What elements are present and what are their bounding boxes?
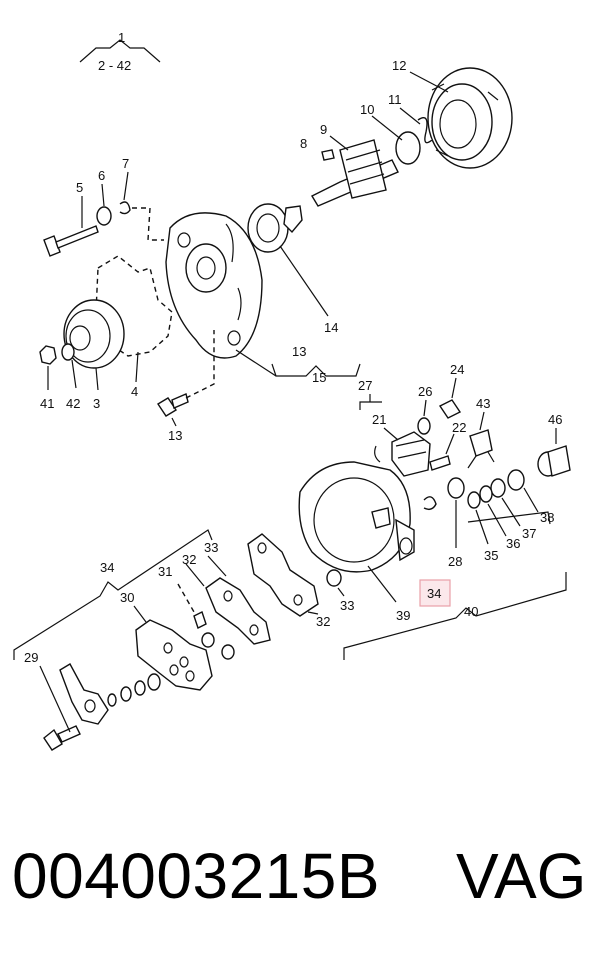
front-bearing <box>247 203 303 253</box>
callout-37: 37 <box>522 526 536 541</box>
part-number: 004003215B <box>12 840 381 912</box>
callout-36: 36 <box>506 536 520 551</box>
diode-plate <box>205 577 271 645</box>
bearing-sleeve <box>537 445 571 477</box>
callout-33-left: 33 <box>204 540 218 555</box>
callout-15: 15 <box>312 370 326 385</box>
brush-holder <box>374 431 431 477</box>
suppressor <box>467 429 495 469</box>
callout-21: 21 <box>372 412 386 427</box>
pulley-nut <box>39 345 57 365</box>
rear-bearing <box>395 131 421 165</box>
callout-13-housing: 13 <box>292 344 306 359</box>
callout-26: 26 <box>418 384 432 399</box>
callout-11: 11 <box>388 92 402 107</box>
carbon-brush <box>429 455 451 471</box>
slip-ring-housing <box>298 461 415 573</box>
through-bolt <box>43 225 99 257</box>
callout-42: 42 <box>66 396 80 411</box>
woodruff-key <box>321 149 335 161</box>
mounting-bolt <box>157 393 189 417</box>
assembly-range: 2 - 42 <box>98 58 131 73</box>
callout-35: 35 <box>484 548 498 563</box>
washer-38 <box>507 469 525 491</box>
spacer-lower <box>221 644 235 660</box>
lock-washer <box>61 343 75 361</box>
callout-46: 46 <box>548 412 562 427</box>
exploded-parts-diagram: 1 2 - 42 12 11 10 9 8 14 <box>13 30 571 751</box>
regulator-screw <box>438 399 462 419</box>
callout-5: 5 <box>76 180 83 195</box>
callout-6: 6 <box>98 168 105 183</box>
spring-clip <box>417 117 433 144</box>
callout-39: 39 <box>396 608 410 623</box>
callout-28: 28 <box>448 554 462 569</box>
assembly-bracket <box>79 39 161 63</box>
callout-33: 33 <box>340 598 354 613</box>
callout-12: 12 <box>392 58 406 73</box>
highlight-box <box>419 579 451 607</box>
callout-4: 4 <box>131 384 138 399</box>
spacer-upper <box>201 632 215 648</box>
washer-36 <box>479 485 493 503</box>
flat-washer <box>96 206 112 226</box>
callout-24: 24 <box>450 362 464 377</box>
drive-end-housing <box>165 212 263 359</box>
callout-13-bolt: 13 <box>168 428 182 443</box>
highlight-callout: 34 <box>419 579 451 607</box>
heat-sink <box>135 619 213 691</box>
callout-3: 3 <box>93 396 100 411</box>
fan-ring <box>427 67 513 169</box>
bracket-nut <box>326 569 342 587</box>
callout-9: 9 <box>320 122 327 137</box>
callout-8: 8 <box>300 136 307 151</box>
diode <box>193 611 207 629</box>
callout-34: 34 <box>100 560 114 575</box>
arm-washer-4 <box>147 673 161 691</box>
regulator-washer <box>417 417 431 435</box>
bearing-28 <box>447 477 465 499</box>
highlight-label: 34 <box>427 586 441 601</box>
mounting-arm <box>59 663 109 725</box>
callout-31: 31 <box>158 564 172 579</box>
rotor-shaft <box>311 139 399 207</box>
spring-washer <box>119 201 131 215</box>
callout-32: 32 <box>316 614 330 629</box>
pulley <box>63 299 125 369</box>
callout-40: 40 <box>464 604 478 619</box>
callout-10: 10 <box>360 102 374 117</box>
callout-30: 30 <box>120 590 134 605</box>
brand-label: VAG <box>456 840 587 912</box>
washer-37 <box>490 478 506 498</box>
arm-screw <box>43 725 81 751</box>
assembly-index: 1 <box>118 30 125 45</box>
arm-washer-1 <box>107 693 117 707</box>
arm-washer-3 <box>134 680 146 696</box>
callout-22: 22 <box>452 420 466 435</box>
washer-35 <box>467 491 481 509</box>
circlip <box>423 496 437 511</box>
arm-washer-2 <box>120 686 132 702</box>
callout-29: 29 <box>24 650 38 665</box>
callout-38: 38 <box>540 510 554 525</box>
footer: 004003215B VAG <box>0 838 600 918</box>
callout-7: 7 <box>122 156 129 171</box>
callout-27: 27 <box>358 378 372 393</box>
callout-14: 14 <box>324 320 338 335</box>
bracket-plate <box>247 533 319 617</box>
callout-32-left: 32 <box>182 552 196 567</box>
callout-43: 43 <box>476 396 490 411</box>
callout-41: 41 <box>40 396 54 411</box>
